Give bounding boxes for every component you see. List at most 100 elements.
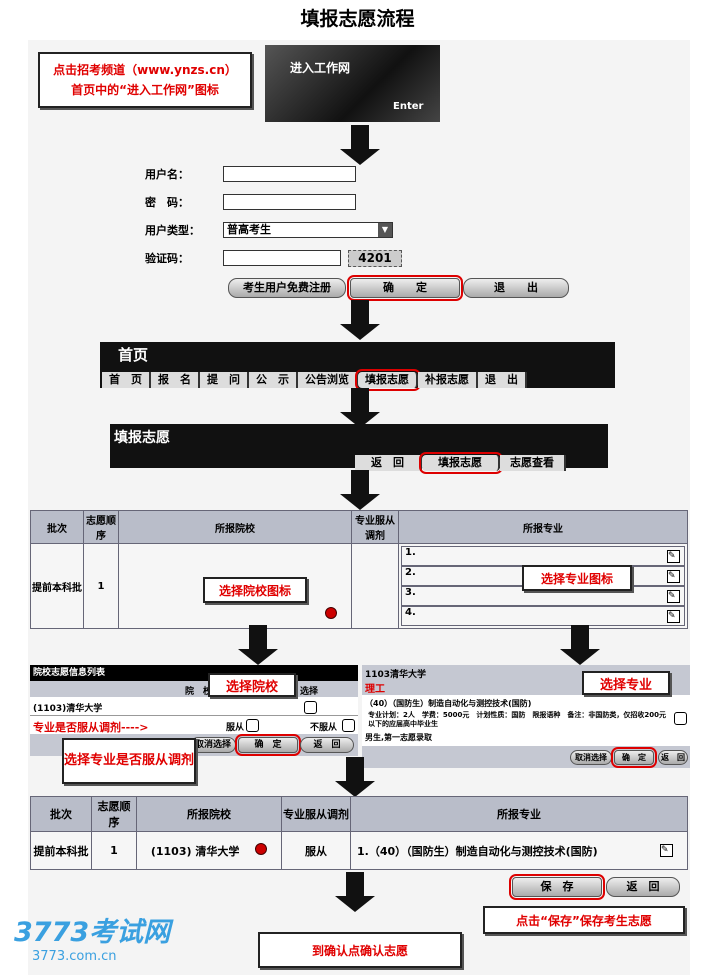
col-order: 志愿顺序 <box>91 796 137 832</box>
callout-line: 首页中的“进入工作网”图标 <box>71 83 219 97</box>
callout-select-major-icon: 选择专业图标 <box>522 565 632 591</box>
callout-select-obey: 选择专业是否服从调剂 <box>62 738 196 784</box>
tab-supplement[interactable]: 补报志愿 <box>418 372 478 388</box>
school-name: (1103)清华大学 <box>33 704 103 714</box>
back-button[interactable]: 返 回 <box>606 877 680 897</box>
tab-publicity[interactable]: 公 示 <box>249 372 298 388</box>
col-select: 选择 <box>300 687 319 697</box>
obey-prompt: 专业是否服从调剂----> <box>33 721 149 734</box>
login-exit-button[interactable]: 退 出 <box>463 278 569 298</box>
captcha-image: 4201 <box>348 250 402 267</box>
nav-header: 首页 <box>118 346 149 364</box>
col-school: 院 校 <box>185 687 213 697</box>
major-slot-label: 2. <box>405 567 416 578</box>
arrow-down-icon <box>335 872 375 912</box>
register-button[interactable]: 考生用户免费注册 <box>228 278 346 298</box>
major-confirm-button[interactable]: 确 定 <box>611 747 657 768</box>
captcha-label: 验证码： <box>145 252 189 265</box>
col-order: 志愿顺序 <box>83 510 119 544</box>
arrow-down-icon <box>560 625 600 665</box>
tab-ask[interactable]: 提 问 <box>200 372 249 388</box>
enter-work-site-banner[interactable]: 进入工作网 Enter <box>265 45 440 122</box>
arrow-down-icon <box>335 757 375 797</box>
fill-tabs: 返 回填报志愿志愿查看 <box>355 451 566 474</box>
tab-home[interactable]: 首 页 <box>102 372 151 388</box>
select-school-icon[interactable] <box>325 607 337 619</box>
edit-major-icon[interactable]: ✎ <box>660 844 673 857</box>
order-cell: 1 <box>91 831 137 870</box>
login-confirm-button[interactable]: 确 定 <box>347 275 463 301</box>
tab-fill-application[interactable]: 填报志愿 <box>355 369 421 391</box>
edit-major-icon[interactable]: ✎ <box>667 590 680 603</box>
col-major: 所报专业 <box>350 796 688 832</box>
callout-select-major: 选择专业 <box>582 671 670 695</box>
arrow-down-icon <box>238 625 278 665</box>
password-label: 密 码： <box>145 196 189 209</box>
col-obey: 专业服从调剂 <box>351 510 399 544</box>
fill-nav-bar: 填报志愿 返 回填报志愿志愿查看 <box>110 424 608 474</box>
callout-select-school-icon: 选择院校图标 <box>203 577 307 603</box>
tab-exit[interactable]: 退 出 <box>478 372 527 388</box>
callout-enter-site: 点击招考频道（www.ynzs.cn） 首页中的“进入工作网”图标 <box>38 52 252 108</box>
major-title: （40）（国防生）制造自动化与测控技术(国防) <box>365 699 532 708</box>
major-detail2: 男生,第一志愿录取 <box>365 733 433 742</box>
username-input[interactable] <box>223 166 356 182</box>
usertype-label: 用户类型： <box>145 224 200 237</box>
logo-url: 3773.com.cn <box>32 949 117 964</box>
school-confirm-button[interactable]: 确 定 <box>235 734 301 756</box>
major-slot-label: 1. <box>405 547 416 558</box>
major-school: 1103清华大学 <box>365 670 427 680</box>
major-cell: 1.（40）（国防生）制造自动化与测控技术(国防) <box>357 844 598 858</box>
save-button[interactable]: 保 存 <box>509 874 605 900</box>
arrow-down-icon <box>340 388 380 428</box>
captcha-input[interactable] <box>223 250 341 266</box>
major-category: 理工 <box>365 684 385 695</box>
callout-select-school: 选择院校 <box>208 673 296 697</box>
major-slot-label: 4. <box>405 607 416 618</box>
obey-radio[interactable] <box>246 719 259 732</box>
order-cell: 1 <box>83 543 119 629</box>
not-obey-radio[interactable] <box>342 719 355 732</box>
col-school: 所报院校 <box>136 796 282 832</box>
select-major-checkbox[interactable] <box>674 712 687 725</box>
edit-major-icon[interactable]: ✎ <box>667 610 680 623</box>
major-slot: 4. ✎ <box>401 606 685 626</box>
password-input[interactable] <box>223 194 356 210</box>
col-major: 所报专业 <box>398 510 688 544</box>
batch-cell: 提前本科批 <box>30 831 92 870</box>
major-back-button[interactable]: 返 回 <box>658 750 688 765</box>
col-obey: 专业服从调剂 <box>281 796 351 832</box>
usertype-select[interactable]: 普高考生▼ <box>223 222 393 238</box>
select-school-radio[interactable] <box>304 701 317 714</box>
callout-save: 点击“保存”保存考生志愿 <box>483 906 685 934</box>
tab-view[interactable]: 志愿查看 <box>500 455 566 471</box>
chevron-down-icon: ▼ <box>378 223 392 237</box>
school-cell: (1103) 清华大学 <box>150 844 240 858</box>
school-back-button[interactable]: 返 回 <box>300 737 354 753</box>
banner-enter: Enter <box>393 101 424 112</box>
select-school-icon[interactable] <box>255 842 268 855</box>
page-title: 填报志愿流程 <box>300 8 415 30</box>
cancel-selection-button[interactable]: 取消选择 <box>190 737 236 753</box>
banner-text: 进入工作网 <box>290 61 351 75</box>
logo-name: 3773考试网 <box>14 917 171 948</box>
major-slot-label: 3. <box>405 587 416 598</box>
edit-major-icon[interactable]: ✎ <box>667 570 680 583</box>
tab-back[interactable]: 返 回 <box>355 455 422 471</box>
site-logo: 3773考试网 3773.com.cn <box>14 910 174 968</box>
username-label: 用户名： <box>145 168 189 181</box>
major-detail-row: 专业计划：2人 学费：5000元 计划性质：国防 限报语种 备注：非国防类，仅招… <box>362 709 690 729</box>
tab-notices[interactable]: 公告浏览 <box>298 372 358 388</box>
not-obey-label: 不服从 <box>310 723 338 733</box>
tab-register[interactable]: 报 名 <box>151 372 200 388</box>
edit-major-icon[interactable]: ✎ <box>667 550 680 563</box>
major-cancel-button[interactable]: 取消选择 <box>570 750 612 765</box>
major-button-bar: 取消选择 确 定 返 回 <box>362 746 690 768</box>
arrow-down-icon <box>340 300 380 340</box>
final-step-box: 到确认点确认志愿 <box>258 932 462 968</box>
major-slot: 1. ✎ <box>401 546 685 566</box>
obey-cell: 服从 <box>281 831 351 870</box>
callout-line: 点击招考频道（www.ynzs.cn） <box>53 63 237 77</box>
tab-fill[interactable]: 填报志愿 <box>419 452 503 474</box>
